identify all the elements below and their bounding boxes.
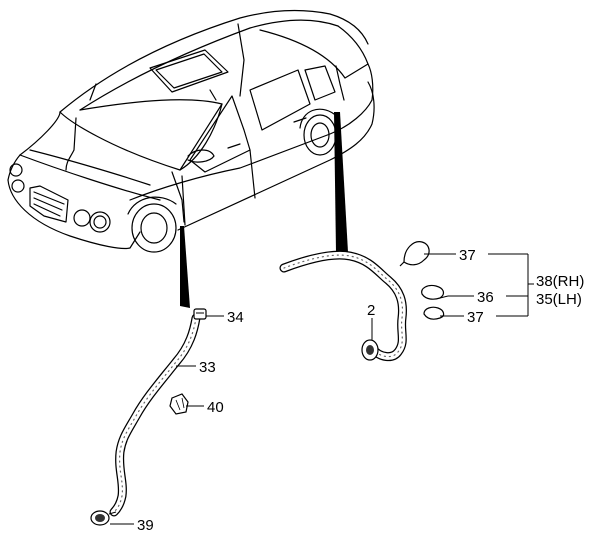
car-illustration (7, 9, 375, 253)
drain-hose-33 (109, 313, 201, 517)
callout-37-bottom: 37 (467, 309, 484, 326)
leader-wedge-right (334, 112, 348, 252)
callout-38-rh: 38(RH) (536, 273, 584, 290)
callout-35-lh: 35(LH) (536, 291, 582, 308)
callout-2: 2 (367, 302, 375, 319)
callout-36: 36 (477, 289, 494, 306)
callout-39: 39 (137, 517, 154, 534)
clip-36 (421, 284, 449, 300)
grommet-2 (361, 339, 379, 361)
callout-34: 34 (227, 309, 244, 326)
leader-wedge-left (180, 226, 190, 308)
callout-33: 33 (199, 359, 216, 376)
callout-37-top: 37 (459, 247, 476, 264)
clip-37-top (399, 241, 430, 267)
clip-37-bottom (423, 306, 445, 320)
leader-lines (110, 253, 534, 525)
grommet-39 (90, 510, 117, 526)
callout-40: 40 (207, 399, 224, 416)
drain-hose-right (279, 250, 407, 362)
clip-40 (169, 393, 189, 415)
clip-34 (193, 308, 207, 320)
